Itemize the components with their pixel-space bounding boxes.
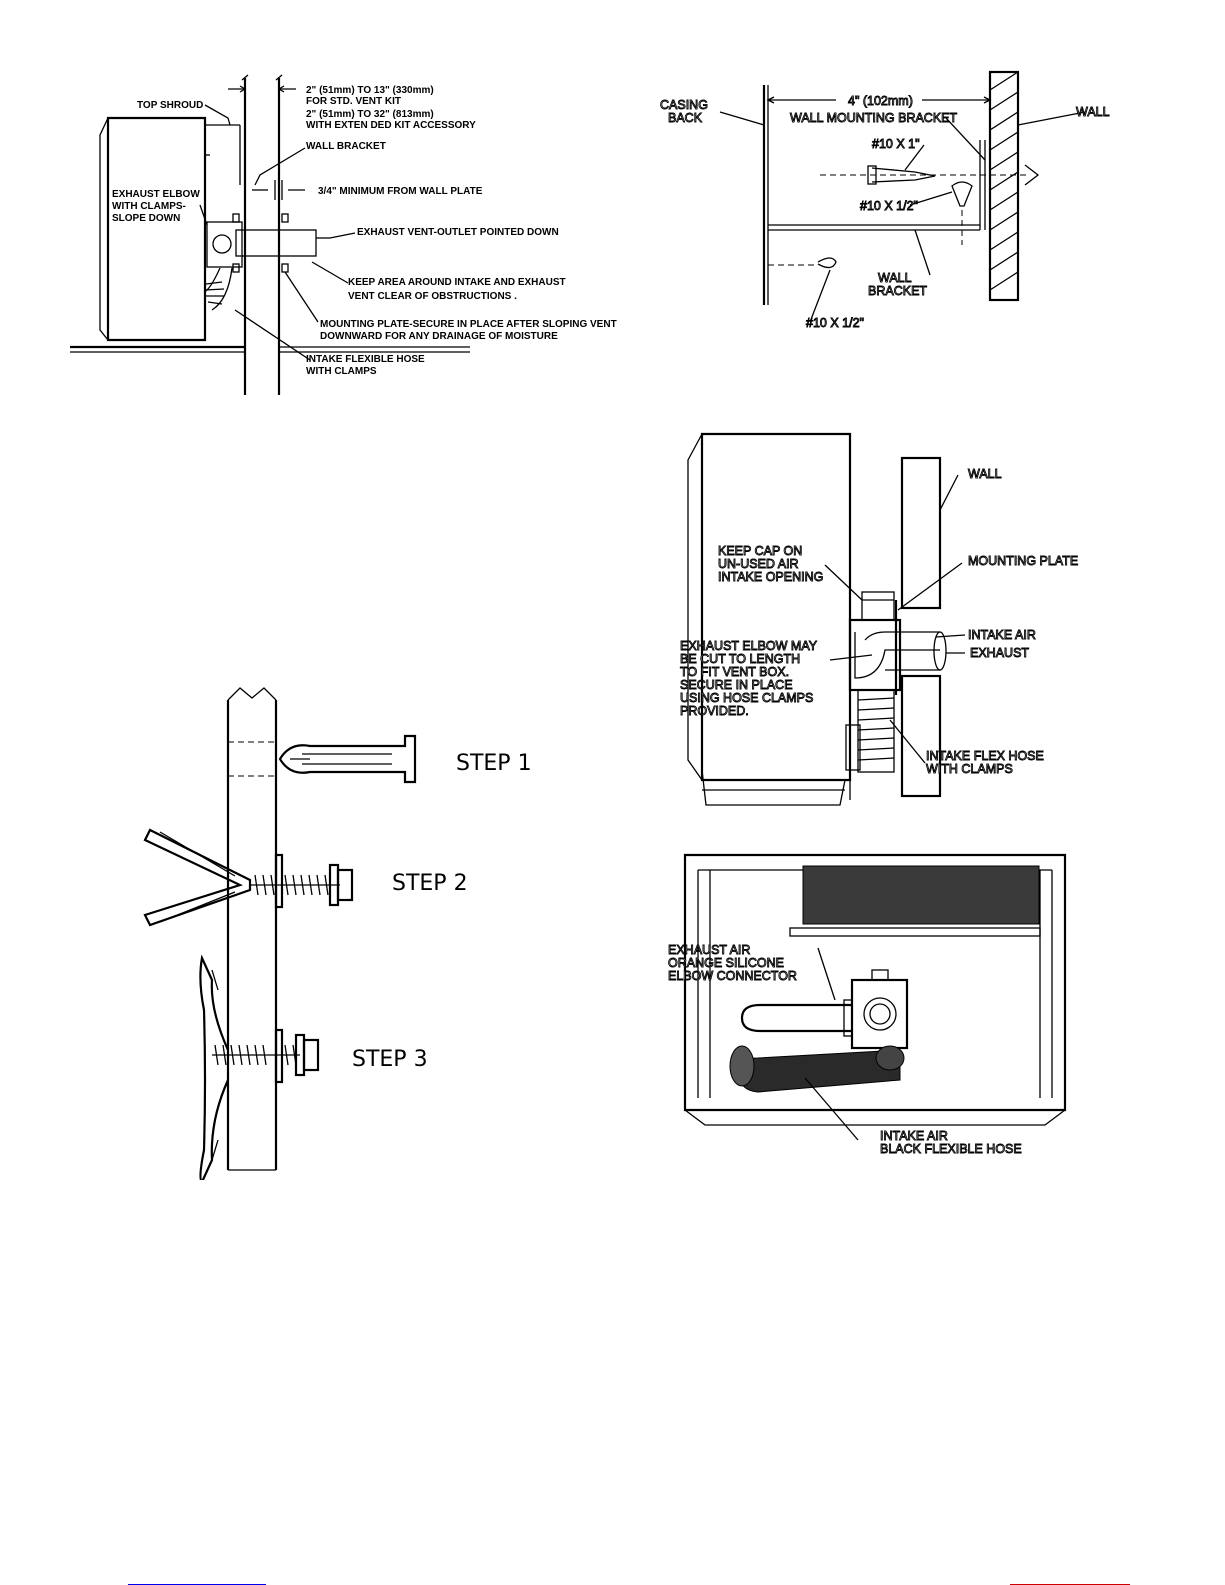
label-elbow-3: TO FIT VENT BOX.: [680, 665, 789, 679]
step3-anchor-screw: [199, 954, 320, 1180]
label-dim-ext-1: 2" (51mm) TO 32" (813mm): [306, 109, 434, 120]
label-keep-area-1: KEEP AREA AROUND INTAKE AND EXHAUST: [348, 277, 566, 288]
label-keep-cap-3: INTAKE OPENING: [718, 570, 823, 584]
label-mounting-plate-1: MOUNTING PLATE-SECURE IN PLACE AFTER SLO…: [320, 319, 617, 330]
grille: [802, 865, 1040, 925]
label-elbow-6: PROVIDED.: [680, 704, 749, 718]
label-keep-area-2: VENT CLEAR OF OBSTRUCTIONS .: [348, 291, 517, 302]
label-intake-air: INTAKE AIR: [968, 628, 1036, 642]
label-min-wall-plate: 3/4" MINIMUM FROM WALL PLATE: [318, 186, 483, 197]
step2-anchor-screw: [143, 828, 354, 927]
label-exhaust-vent: EXHAUST VENT-OUTLET POINTED DOWN: [357, 227, 559, 238]
label-mounting-plate: MOUNTING PLATE: [968, 554, 1078, 568]
step1-anchor: [278, 734, 417, 784]
vent-installation-section-diagram: TOP SHROUD 2" (51mm) TO 13" (330mm) FOR …: [70, 74, 617, 395]
label-screw-half-a: #10 X 1/2": [860, 199, 918, 213]
label-exhaust-elbow-3: SLOPE DOWN: [112, 213, 180, 224]
label-exh-3: ELBOW CONNECTOR: [668, 969, 797, 983]
label-step-1: STEP 1: [456, 751, 532, 776]
label-wall-bracket-1: WALL: [878, 271, 912, 285]
label-step-3: STEP 3: [352, 1047, 428, 1072]
flex-hose-coils: [845, 689, 895, 773]
label-dim-std-1: 2" (51mm) TO 13" (330mm): [306, 85, 434, 96]
label-dim-4in: 4" (102mm): [848, 94, 913, 108]
label-top-shroud: TOP SHROUD: [137, 100, 203, 111]
label-wall: WALL: [968, 467, 1002, 481]
label-mounting-plate-2: DOWNWARD FOR ANY DRAINAGE OF MOISTURE: [320, 331, 558, 342]
label-casing-1: CASING: [660, 98, 708, 112]
label-keep-cap-1: KEEP CAP ON: [718, 544, 802, 558]
label-intake-hose-1: INTAKE FLEXIBLE HOSE: [306, 354, 425, 365]
label-step-2: STEP 2: [392, 871, 468, 896]
label-wall-mounting-bracket: WALL MOUNTING BRACKET: [790, 111, 958, 125]
heater-side-view-diagram: WALL KEEP CAP ON UN-USED AIR INTAKE OPEN…: [680, 432, 1079, 806]
label-screw-half-b: #10 X 1/2": [806, 316, 864, 330]
label-casing-2: BACK: [668, 111, 703, 125]
label-wall: WALL: [1076, 105, 1110, 119]
label-intake-hose-2: WITH CLAMPS: [306, 366, 377, 377]
label-screw-1in: #10 X 1": [872, 137, 920, 151]
label-exhaust: EXHAUST: [970, 646, 1029, 660]
label-dim-std-2: FOR STD. VENT KIT: [306, 96, 401, 107]
label-exh-1: EXHAUST AIR: [668, 943, 750, 957]
label-elbow-5: USING HOSE CLAMPS: [680, 691, 813, 705]
label-keep-cap-2: UN-USED AIR: [718, 557, 799, 571]
label-exh-2: ORANGE SILICONE: [668, 956, 784, 970]
label-dim-ext-2: WITH EXTEN DED KIT ACCESSORY: [306, 120, 476, 131]
label-elbow-1: EXHAUST ELBOW MAY: [680, 639, 818, 653]
label-int-2: BLACK FLEXIBLE HOSE: [880, 1142, 1022, 1156]
wall-bracket-detail-diagram: CASING BACK 4" (102mm) WALL WALL MOUNTIN…: [660, 70, 1110, 330]
label-wall-bracket: WALL BRACKET: [306, 141, 386, 152]
label-int-1: INTAKE AIR: [880, 1129, 948, 1143]
label-exhaust-elbow-2: WITH CLAMPS-: [112, 201, 186, 212]
label-flex-2: WITH CLAMPS: [926, 762, 1013, 776]
label-exhaust-elbow-1: EXHAUST ELBOW: [112, 189, 200, 200]
wall-hatch: [989, 71, 1019, 291]
heater-rear-view-diagram: EXHAUST AIR ORANGE SILICONE ELBOW CONNEC…: [668, 853, 1067, 1156]
label-flex-1: INTAKE FLEX HOSE: [926, 749, 1044, 763]
anchor-steps-diagram: STEP 1 STEP 2 STEP 3: [143, 687, 532, 1180]
label-elbow-4: SECURE IN PLACE: [680, 678, 793, 692]
label-elbow-2: BE CUT TO LENGTH: [680, 652, 800, 666]
label-wall-bracket-2: BRACKET: [868, 284, 927, 298]
intake-hose: [729, 1045, 905, 1093]
